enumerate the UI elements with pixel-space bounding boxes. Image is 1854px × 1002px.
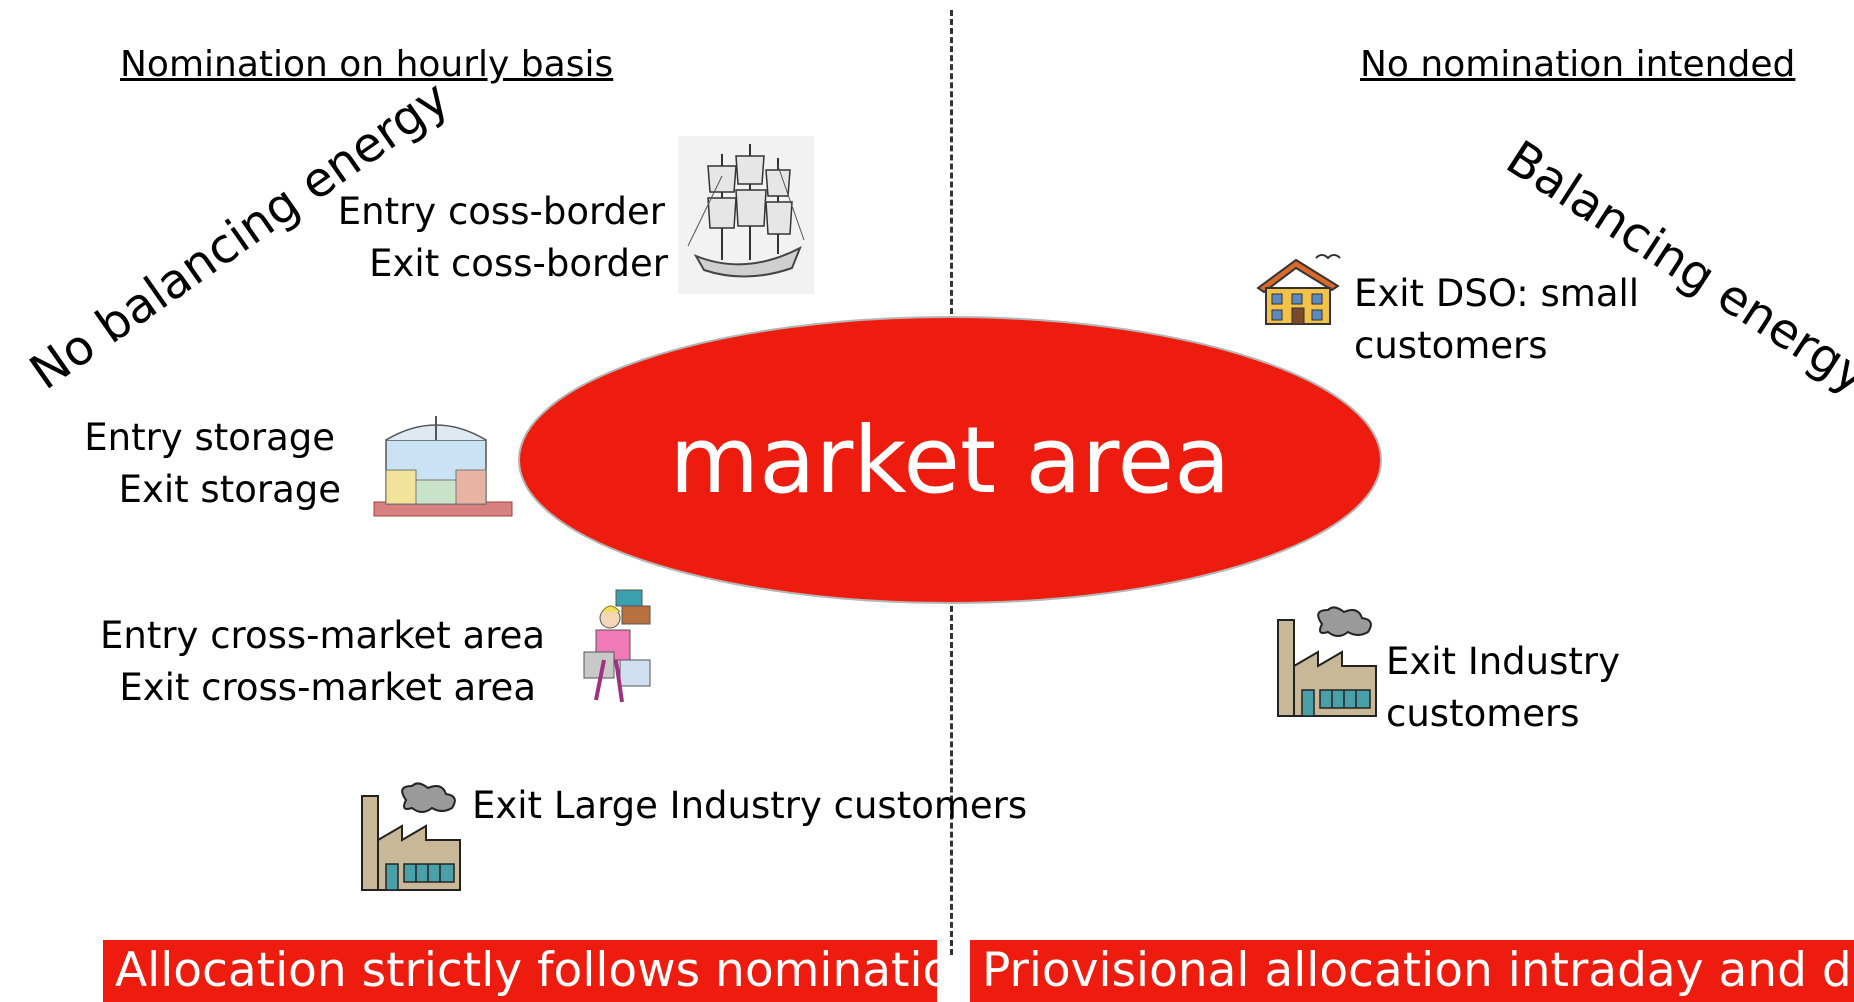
market-area-ellipse <box>518 316 1382 604</box>
left-heading: Nomination on hourly basis <box>120 44 614 85</box>
industry-customers-label: customers <box>1386 692 1580 735</box>
factory-icon <box>361 782 461 891</box>
storage-tank-icon <box>373 416 513 517</box>
sailing-ship-icon <box>678 136 814 294</box>
entry-storage-label: Entry storage <box>84 416 335 459</box>
exit-large-industry-label: Exit Large Industry customers <box>472 784 1028 827</box>
right-heading: No nomination intended <box>1360 44 1796 85</box>
exit-industry-label: Exit Industry <box>1386 640 1621 683</box>
entry-cross-market-label: Entry cross-market area <box>100 614 546 657</box>
factory-icon <box>1277 606 1377 717</box>
shopper-icon <box>583 589 651 703</box>
entry-cross-border-label: Entry coss-border <box>337 190 665 233</box>
right-allocation-banner: Priovisional allocation intraday and d+1 <box>970 940 1854 1002</box>
exit-storage-label: Exit storage <box>118 468 341 511</box>
house-icon <box>1256 254 1341 325</box>
market-area-label: market area <box>669 406 1231 514</box>
left-allocation-banner: Allocation strictly follows nomination <box>103 940 981 1002</box>
dso-customers-label: customers <box>1354 324 1548 367</box>
exit-cross-border-label: Exit coss-border <box>369 242 668 285</box>
exit-cross-market-label: Exit cross-market area <box>119 666 536 709</box>
exit-dso-label: Exit DSO: small <box>1354 272 1640 315</box>
